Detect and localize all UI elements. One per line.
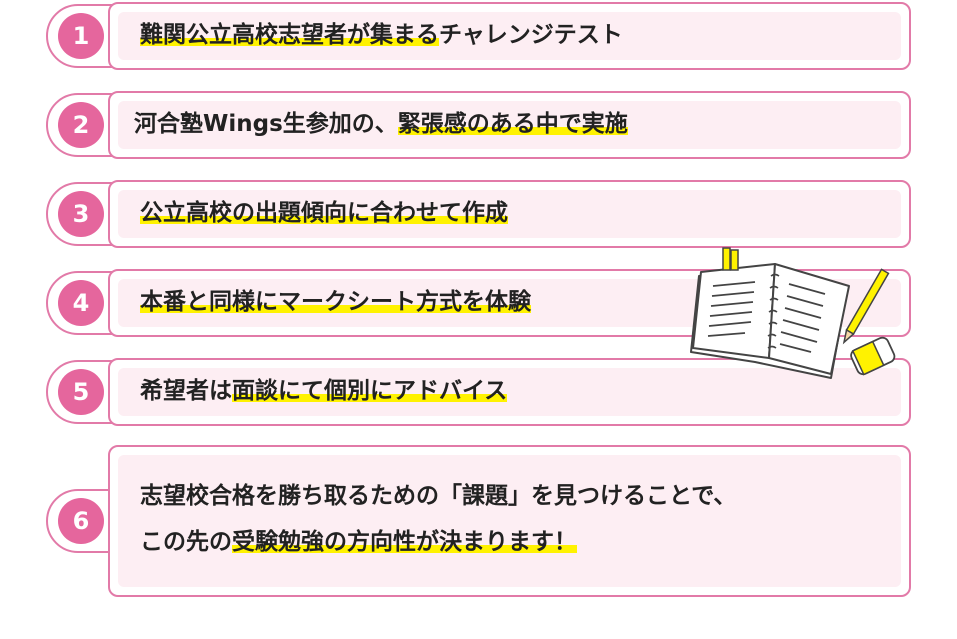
- highlight-text: 本番と同様にマークシート方式を体験: [140, 289, 531, 315]
- notebook-pencil-eraser-icon: [690, 247, 896, 379]
- item-row-5: 希望者は面談にて個別にアドバイス 5: [0, 358, 957, 426]
- number-badge: 1: [58, 13, 104, 59]
- number-badge: 2: [58, 102, 104, 148]
- number-badge: 3: [58, 191, 104, 237]
- highlight-text: 公立高校の出題傾向に合わせて作成: [140, 200, 508, 226]
- item-card-inner: [118, 455, 901, 587]
- item-row-3: 公立高校の出題傾向に合わせて作成 3: [0, 180, 957, 248]
- item-text: 本番と同様にマークシート方式を体験: [140, 285, 531, 321]
- item-text-line-1: 志望校合格を勝ち取るための「課題」を見つけることで、: [140, 483, 737, 509]
- number-badge: 4: [58, 280, 104, 326]
- highlight-text: 受験勉強の方向性が決まります！: [232, 529, 577, 555]
- item-text: 難関公立高校志望者が集まるチャレンジテスト: [140, 22, 623, 48]
- item-card: 難関公立高校志望者が集まるチャレンジテスト: [108, 2, 911, 70]
- highlight-text: 面談にて個別にアドバイス: [232, 378, 508, 404]
- item-text: 希望者は面談にて個別にアドバイス: [140, 378, 508, 404]
- item-card: 公立高校の出題傾向に合わせて作成: [108, 180, 911, 248]
- highlight-text: 難関公立高校志望者が集まる: [140, 22, 439, 48]
- item-row-2: 河合塾Wings生参加の、緊張感のある中で実施 2: [0, 91, 957, 159]
- item-card: 希望者は面談にて個別にアドバイス: [108, 358, 911, 426]
- highlight-text: 緊張感のある中で実施: [397, 111, 628, 137]
- item-card: 河合塾Wings生参加の、緊張感のある中で実施: [108, 91, 911, 159]
- item-row-1: 難関公立高校志望者が集まるチャレンジテスト 1: [0, 2, 957, 70]
- item-text: 公立高校の出題傾向に合わせて作成: [140, 196, 508, 232]
- item-text: 河合塾Wings生参加の、緊張感のある中で実施: [134, 111, 628, 137]
- item-row-6: 志望校合格を勝ち取るための「課題」を見つけることで、 この先の受験勉強の方向性が…: [0, 445, 957, 597]
- item-text-line-2: この先の受験勉強の方向性が決まります！: [140, 529, 577, 555]
- item-card: 志望校合格を勝ち取るための「課題」を見つけることで、 この先の受験勉強の方向性が…: [108, 445, 911, 597]
- number-badge: 6: [58, 498, 104, 544]
- number-badge: 5: [58, 369, 104, 415]
